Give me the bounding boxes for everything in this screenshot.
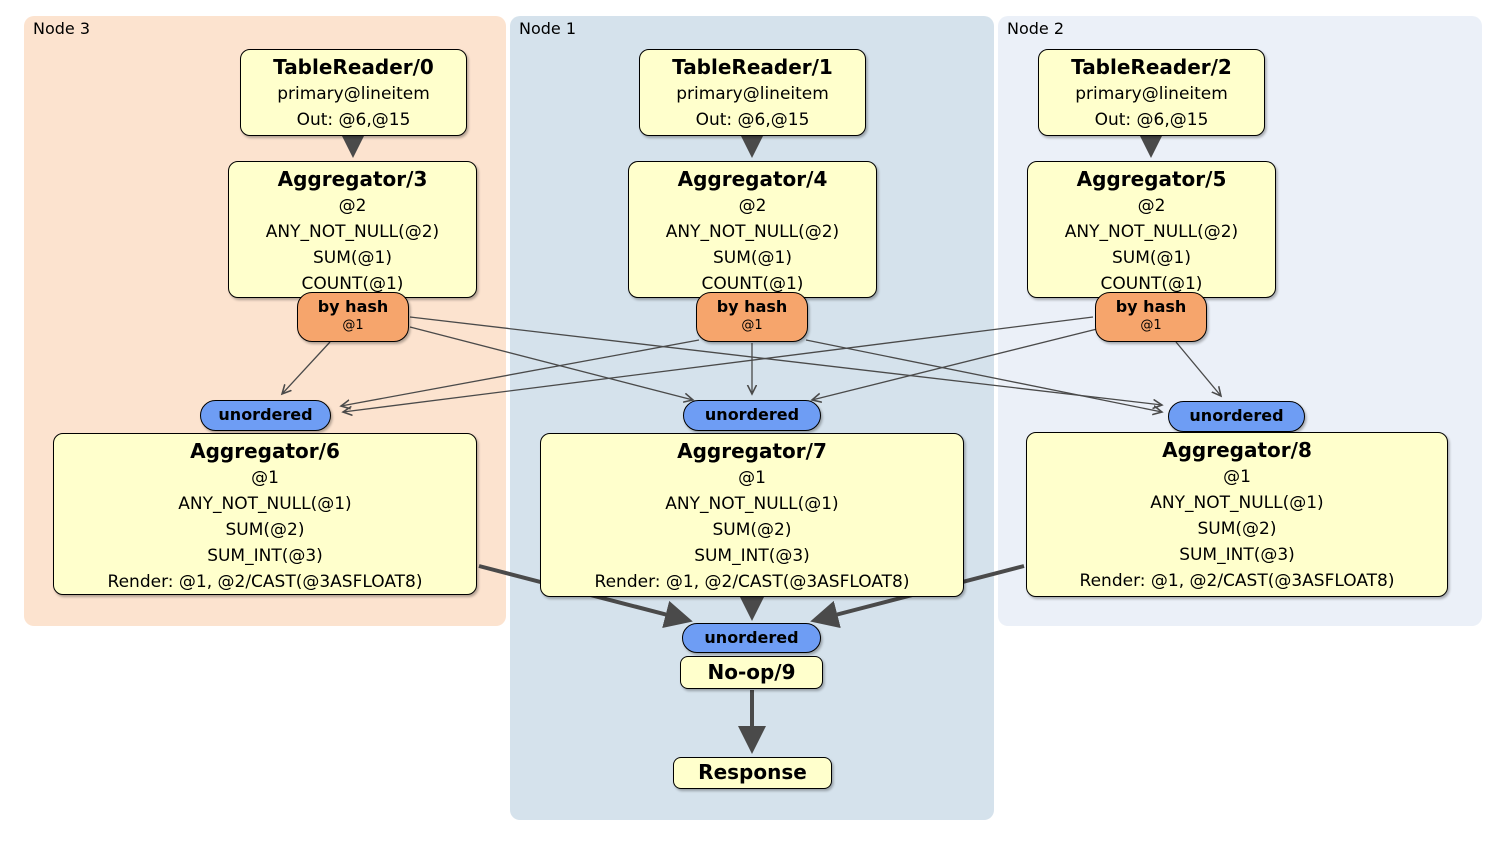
aggregator8-groupcols: @1 [1223, 467, 1251, 487]
noop-title: No-op/9 [707, 660, 796, 684]
aggregator3-groupcols: @2 [338, 196, 367, 216]
aggregator4-box: Aggregator/4 @2 ANY_NOT_NULL(@2) SUM(@1)… [628, 161, 877, 298]
aggregator5-fn-count: COUNT(@1) [1100, 274, 1203, 294]
aggregator3-title: Aggregator/3 [277, 167, 428, 191]
unordered-sync-node2: unordered [1168, 401, 1305, 432]
aggregator6-groupcols: @1 [251, 468, 279, 488]
edge-router3-merge8 [409, 316, 1162, 405]
edge-router4-merge8 [805, 339, 1162, 412]
edge-router5-merge8 [1175, 341, 1221, 396]
edge-router5-merge7 [812, 328, 1098, 400]
hash-router-node1: by hash @1 [696, 292, 808, 342]
aggregator8-box: Aggregator/8 @1 ANY_NOT_NULL(@1) SUM(@2)… [1026, 432, 1448, 597]
aggregator6-fn-sum: SUM(@2) [225, 520, 305, 540]
aggregator8-fn-anynotnull: ANY_NOT_NULL(@1) [1150, 493, 1324, 513]
tablereader0-out: Out: @6,@15 [296, 110, 411, 130]
aggregator8-render: Render: @1, @2/CAST(@3ASFLOAT8) [1079, 571, 1395, 591]
aggregator5-groupcols: @2 [1137, 196, 1166, 216]
aggregator7-fn-anynotnull: ANY_NOT_NULL(@1) [665, 494, 839, 514]
hash-router-node2: by hash @1 [1095, 292, 1207, 342]
tablereader0-title: TableReader/0 [273, 55, 434, 79]
tablereader1-title: TableReader/1 [672, 55, 833, 79]
hash-router-node2-label: by hash [1115, 297, 1187, 316]
unordered-sync-node1: unordered [683, 400, 821, 431]
tablereader2-index: primary@lineitem [1075, 84, 1228, 104]
aggregator4-groupcols: @2 [738, 196, 767, 216]
aggregator4-fn-count: COUNT(@1) [701, 274, 804, 294]
aggregator5-fn-sum: SUM(@1) [1112, 248, 1191, 268]
aggregator7-fn-sum: SUM(@2) [712, 520, 792, 540]
aggregator3-fn-sum: SUM(@1) [313, 248, 392, 268]
aggregator7-render: Render: @1, @2/CAST(@3ASFLOAT8) [594, 572, 910, 592]
aggregator5-fn-anynotnull: ANY_NOT_NULL(@2) [1064, 222, 1239, 242]
tablereader0-box: TableReader/0 primary@lineitem Out: @6,@… [240, 49, 467, 136]
aggregator6-title: Aggregator/6 [190, 439, 340, 463]
aggregator6-box: Aggregator/6 @1 ANY_NOT_NULL(@1) SUM(@2)… [53, 433, 477, 595]
aggregator3-box: Aggregator/3 @2 ANY_NOT_NULL(@2) SUM(@1)… [228, 161, 477, 298]
tablereader2-title: TableReader/2 [1071, 55, 1232, 79]
aggregator6-fn-sumint: SUM_INT(@3) [207, 546, 323, 566]
edge-router5-merge6 [343, 316, 1094, 412]
unordered-sync-node3: unordered [200, 400, 331, 431]
aggregator8-fn-sumint: SUM_INT(@3) [1179, 545, 1295, 565]
edge-router3-merge6 [282, 341, 331, 394]
response-box: Response [673, 757, 832, 789]
hash-router-node1-label: by hash [716, 297, 788, 316]
aggregator7-fn-sumint: SUM_INT(@3) [694, 546, 810, 566]
response-title: Response [698, 760, 807, 784]
aggregator8-fn-sum: SUM(@2) [1197, 519, 1277, 539]
noop-box: No-op/9 [680, 656, 823, 689]
aggregator7-box: Aggregator/7 @1 ANY_NOT_NULL(@1) SUM(@2)… [540, 433, 964, 597]
aggregator3-fn-count: COUNT(@1) [301, 274, 404, 294]
aggregator6-fn-anynotnull: ANY_NOT_NULL(@1) [178, 494, 352, 514]
tablereader1-box: TableReader/1 primary@lineitem Out: @6,@… [639, 49, 866, 136]
tablereader1-index: primary@lineitem [676, 84, 829, 104]
hash-router-node2-cols: @1 [1140, 318, 1162, 333]
aggregator7-groupcols: @1 [738, 468, 766, 488]
aggregator4-title: Aggregator/4 [677, 167, 828, 191]
aggregator4-fn-anynotnull: ANY_NOT_NULL(@2) [665, 222, 840, 242]
node1-label: Node 1 [519, 19, 577, 38]
edge-router3-merge7 [409, 326, 693, 400]
aggregator5-box: Aggregator/5 @2 ANY_NOT_NULL(@2) SUM(@1)… [1027, 161, 1276, 298]
node2-label: Node 2 [1007, 19, 1065, 38]
hash-router-node1-cols: @1 [741, 318, 763, 333]
node3-label: Node 3 [33, 19, 91, 38]
aggregator7-title: Aggregator/7 [677, 439, 827, 463]
edge-router4-merge6 [341, 339, 700, 406]
hash-router-node3-cols: @1 [342, 318, 364, 333]
hash-router-node3-label: by hash [317, 297, 389, 316]
tablereader0-index: primary@lineitem [277, 84, 430, 104]
tablereader2-box: TableReader/2 primary@lineitem Out: @6,@… [1038, 49, 1265, 136]
aggregator4-fn-sum: SUM(@1) [713, 248, 792, 268]
aggregator8-title: Aggregator/8 [1162, 438, 1312, 462]
aggregator3-fn-anynotnull: ANY_NOT_NULL(@2) [265, 222, 440, 242]
aggregator5-title: Aggregator/5 [1076, 167, 1227, 191]
aggregator6-render: Render: @1, @2/CAST(@3ASFLOAT8) [107, 572, 423, 592]
tablereader2-out: Out: @6,@15 [1094, 110, 1209, 130]
tablereader1-out: Out: @6,@15 [695, 110, 810, 130]
unordered-sync-final: unordered [682, 623, 821, 653]
hash-router-node3: by hash @1 [297, 292, 409, 342]
